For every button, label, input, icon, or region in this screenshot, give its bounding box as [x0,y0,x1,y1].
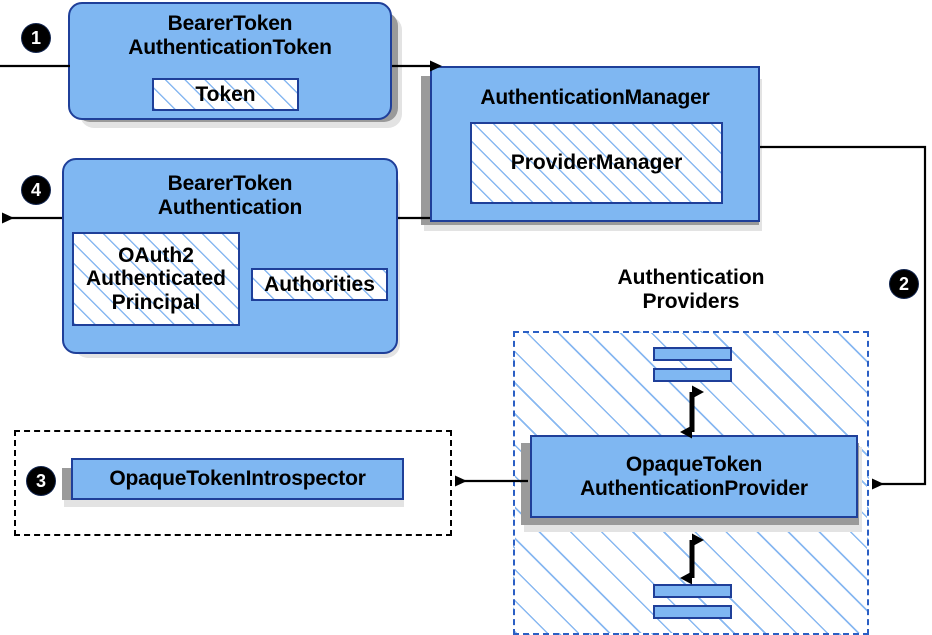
introspector-region [14,430,452,536]
stacked-bars-icon-bottom-2 [653,605,732,619]
badge-step-1: 1 [22,24,50,52]
bearer-token-authentication-title: BearerToken Authentication [157,172,303,219]
bearer-token-authentication-token-title: BearerToken AuthenticationToken [128,12,332,59]
authentication-providers-label: Authentication Providers [617,266,765,313]
bearer-token-authentication-token-box[interactable]: BearerToken AuthenticationToken [68,2,392,120]
opaque-token-authentication-provider-title: OpaqueToken AuthenticationProvider [580,452,808,500]
authorities-inner-box[interactable]: Authorities [251,268,388,301]
badge-step-2: 2 [890,270,918,298]
authentication-manager-title: AuthenticationManager [480,86,710,109]
badge-step-4: 4 [22,176,50,204]
opaque-token-introspector-box[interactable]: OpaqueTokenIntrospector [71,458,404,500]
opaque-token-authentication-provider-box[interactable]: OpaqueToken AuthenticationProvider [530,435,858,518]
oauth2-authenticated-principal-inner-box[interactable]: OAuth2 Authenticated Principal [72,232,240,326]
opaque-token-introspector-title: OpaqueTokenIntrospector [109,467,366,491]
token-inner-box[interactable]: Token [152,78,299,111]
badge-step-3: 3 [27,467,55,495]
stacked-bars-icon-top-1 [653,347,732,361]
stacked-bars-icon-top-2 [653,368,732,382]
provider-manager-inner-box[interactable]: ProviderManager [470,122,723,204]
stacked-bars-icon-bottom-1 [653,584,732,598]
